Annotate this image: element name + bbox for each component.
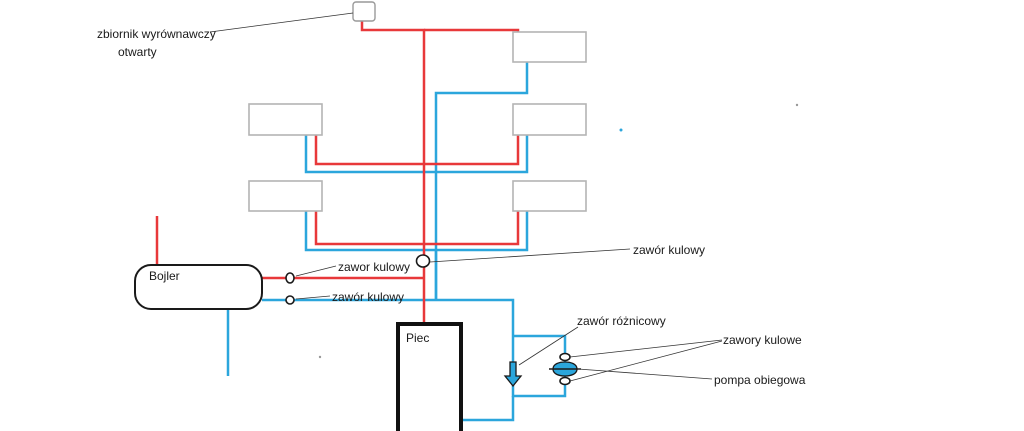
ball-valve-boiler-supply (285, 272, 295, 284)
differential-valve-label: zawór różnicowy (577, 314, 666, 328)
circulation-pump-label: pompa obiegowa (714, 373, 806, 387)
boiler (134, 264, 263, 310)
stray-dot (795, 103, 799, 107)
ball-valve-pump-bottom (559, 376, 571, 386)
return-pipes (226, 62, 567, 422)
ball-valve-pump-top (559, 352, 571, 362)
stray-dot (318, 355, 322, 359)
expansion-tank (352, 1, 376, 22)
furnace (396, 322, 463, 431)
radiator-bottom-right (512, 180, 587, 212)
boiler-label: Bojler (149, 269, 180, 283)
pump-ball-valves-label: zawory kulowe (723, 333, 802, 347)
expansion-tank-label-line2: otwarty (118, 45, 157, 59)
valves (285, 254, 581, 388)
furnace-label: Piec (406, 331, 429, 345)
ball-valve-boiler-return (285, 295, 295, 305)
ball-valve-main (415, 254, 431, 268)
expansion-tank-label-line1: zbiornik wyrównawczy (97, 27, 216, 41)
radiator-middle-right (512, 103, 587, 136)
radiator-bottom-left (248, 180, 323, 212)
stray-dot (619, 128, 623, 132)
ball-valve-main-label: zawór kulowy (633, 243, 705, 257)
radiators (248, 31, 587, 212)
leader-lines (209, 12, 723, 382)
radiator-middle-left (248, 103, 323, 136)
radiator-top-right (512, 31, 587, 63)
differential-valve-arrow (503, 361, 523, 388)
ball-valve-boiler-return-label: zawór kulowy (332, 290, 404, 304)
ball-valve-boiler-supply-label: zawor kulowy (338, 260, 410, 274)
